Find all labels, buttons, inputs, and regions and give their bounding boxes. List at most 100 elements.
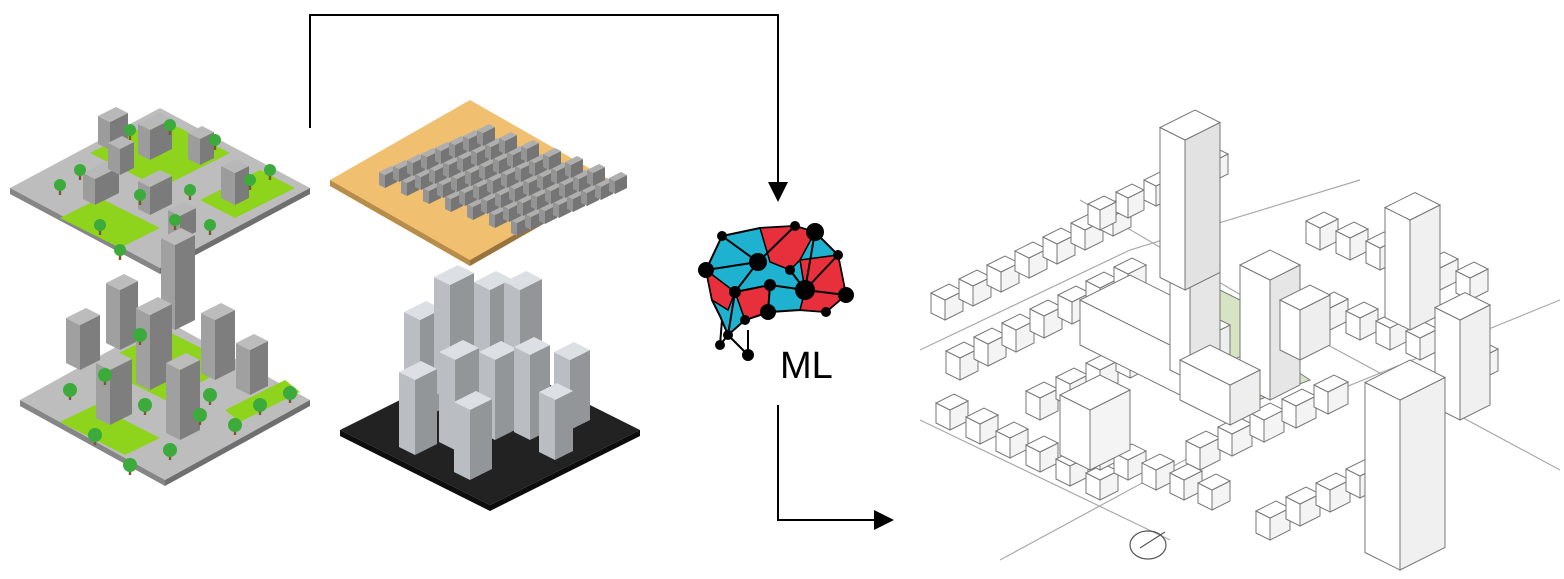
building-face-left — [609, 178, 615, 194]
building-face-left — [465, 170, 471, 186]
building-face-left — [98, 116, 110, 150]
tree-canopy — [138, 398, 152, 412]
building-face-left — [477, 130, 483, 146]
tower-right-right — [1459, 304, 1491, 421]
network-node — [698, 262, 714, 278]
tile-low-density-green — [10, 107, 310, 274]
tree-canopy — [253, 398, 267, 412]
tree-trunk — [268, 173, 272, 180]
network-node — [729, 286, 741, 298]
tree-canopy — [244, 174, 256, 186]
building-roof — [501, 166, 519, 175]
building-roof — [435, 142, 453, 151]
building-roof — [543, 148, 561, 157]
building-roof — [537, 168, 555, 177]
building-face-left — [423, 188, 429, 204]
low-rise-block-roof — [1334, 221, 1370, 239]
building-face-right — [80, 315, 100, 370]
building-roof — [511, 214, 529, 223]
network-node — [749, 253, 767, 271]
building-face-left — [407, 160, 413, 176]
building-roof — [429, 162, 447, 171]
north-arrow-circle — [1129, 530, 1167, 560]
building-roof — [504, 271, 542, 290]
building-face-left — [543, 154, 549, 170]
building-face-left — [553, 202, 559, 218]
building-face-left — [439, 352, 455, 450]
building-face-left — [83, 173, 95, 205]
low-rise-block-roof — [1184, 430, 1222, 449]
building-face-left — [463, 136, 469, 152]
building-roof — [404, 301, 442, 320]
building-face-left — [545, 188, 551, 204]
north-arrow-needle — [1139, 531, 1166, 549]
building-face-right — [110, 359, 132, 425]
building-roof — [201, 303, 235, 320]
building-face-right — [505, 135, 517, 154]
building-face-right — [571, 159, 583, 178]
building-face-right — [570, 350, 590, 430]
building-face-left — [489, 212, 495, 228]
building-roof — [479, 158, 497, 167]
building-roof — [474, 271, 512, 290]
building-roof — [531, 188, 549, 197]
tower-tall-roof — [1158, 109, 1222, 141]
building-roof — [509, 180, 527, 189]
building-face-left — [531, 194, 537, 210]
building-roof — [473, 178, 491, 187]
tree-trunk — [58, 188, 62, 195]
building-roof — [439, 340, 479, 360]
building-roof — [539, 202, 557, 211]
building-roof — [539, 383, 573, 400]
building-roof — [567, 190, 585, 199]
tree-canopy — [204, 219, 216, 231]
building-roof — [138, 170, 172, 187]
building-roof — [393, 160, 411, 169]
building-face-left — [525, 214, 531, 230]
tile-edge-left — [330, 180, 470, 266]
building-face-left — [573, 176, 579, 192]
tree-canopy — [124, 124, 136, 136]
building-face-left — [393, 166, 399, 182]
building-face-left — [435, 148, 441, 164]
building-face-left — [559, 182, 565, 198]
building-face-right — [415, 369, 437, 455]
building-face-left — [479, 164, 485, 180]
building-face-left — [501, 172, 507, 188]
building-face-right — [180, 360, 200, 440]
building-roof — [485, 138, 503, 147]
building-roof — [495, 186, 513, 195]
network-node — [723, 330, 733, 340]
low-rise-block-roof — [1013, 241, 1049, 259]
building-face-left — [551, 168, 557, 184]
building-roof — [454, 391, 492, 410]
building-roof — [507, 146, 525, 155]
tree-canopy — [123, 458, 137, 472]
tower-east-roof — [1238, 249, 1302, 281]
building-face-left — [509, 186, 515, 202]
tower-right-roof — [1433, 291, 1492, 321]
building-roof — [465, 164, 483, 173]
low-rise-block-roof — [1280, 388, 1318, 407]
building-face-left — [581, 190, 587, 206]
tree-canopy — [184, 184, 196, 196]
building-roof — [515, 160, 533, 169]
building-roof — [595, 178, 613, 187]
low-rise-block-roof — [1112, 257, 1148, 275]
input-city-tiles — [10, 100, 640, 511]
building-roof — [503, 200, 521, 209]
low-rise-block-roof — [1056, 285, 1092, 303]
side-slab-roof — [1278, 284, 1332, 311]
building-roof — [443, 156, 461, 165]
building-face-right — [150, 176, 172, 215]
low-rise-block-roof — [1312, 374, 1350, 393]
building-roof — [437, 176, 455, 185]
building-roof — [451, 170, 469, 179]
building-face-left — [539, 392, 555, 460]
tree-canopy — [209, 134, 221, 146]
building-roof — [559, 176, 577, 185]
building-roof — [161, 228, 195, 245]
low-rise-block-roof — [1084, 271, 1120, 289]
low-rise-block-roof — [957, 269, 993, 287]
building-roof — [166, 353, 200, 370]
